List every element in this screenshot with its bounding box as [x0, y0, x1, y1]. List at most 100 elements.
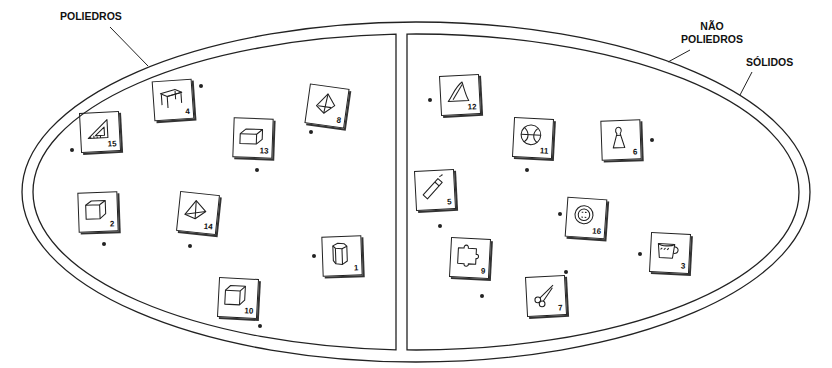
- picture-stroke: [578, 209, 590, 221]
- solid-card: 2: [77, 191, 118, 232]
- picture-stroke: [452, 84, 463, 99]
- picture-stroke: [574, 205, 593, 224]
- picture-stroke: [447, 82, 468, 102]
- solid-card: 10: [217, 277, 259, 319]
- picture-stroke: [161, 91, 182, 109]
- picture-stroke: [539, 301, 545, 307]
- set-label: NÃO POLIEDROS: [672, 20, 752, 46]
- picture-stroke: [240, 129, 263, 145]
- picture-stroke: [160, 89, 182, 97]
- callout-number: 9: [480, 267, 487, 276]
- picture-stroke: [194, 201, 197, 219]
- marker-dot: [312, 254, 316, 258]
- picture-stroke: [658, 244, 675, 259]
- callout-number: 15: [107, 139, 118, 149]
- picture-stroke: [185, 209, 206, 216]
- picture-stroke: [335, 248, 342, 265]
- leader-line: [740, 72, 752, 95]
- outline-path: [22, 22, 810, 362]
- solid-picture: [177, 192, 221, 236]
- callout-number: 16: [591, 226, 603, 236]
- picture-stroke: [167, 92, 182, 96]
- callout-number: 3: [680, 262, 687, 271]
- picture-stroke: [521, 124, 542, 145]
- solid-card: 5: [414, 169, 456, 211]
- picture-stroke: [439, 174, 442, 177]
- picture-stroke: [673, 247, 678, 254]
- solid-card: 11: [512, 117, 554, 159]
- solid-card: 8: [304, 83, 349, 128]
- picture-stroke: [185, 200, 207, 220]
- set-label: POLIEDROS: [60, 10, 122, 23]
- region-half: 481513214110POLIEDROS: [30, 32, 396, 352]
- picture-stroke: [435, 182, 439, 186]
- picture-stroke: [539, 285, 554, 301]
- picture-stroke: [324, 94, 328, 114]
- outline-path: [407, 34, 799, 350]
- solid-card: 15: [79, 111, 121, 153]
- outline-path: [33, 34, 396, 350]
- marker-dot: [258, 324, 262, 328]
- picture-stroke: [581, 212, 586, 217]
- callout-number: 2: [109, 219, 116, 228]
- solid-card: 13: [232, 117, 273, 158]
- solid-card: 6: [600, 119, 641, 160]
- picture-stroke: [616, 135, 621, 136]
- picture-stroke: [240, 129, 263, 145]
- picture-stroke: [457, 245, 479, 267]
- marker-dot: [188, 244, 192, 248]
- picture-stroke: [86, 200, 106, 219]
- picture-stroke: [661, 248, 669, 250]
- solid-card: 1: [321, 235, 362, 276]
- callout-number: 12: [467, 102, 478, 112]
- callout-number: 6: [632, 147, 639, 156]
- marker-dot: [102, 242, 106, 246]
- picture-stroke: [225, 285, 246, 305]
- solids-ellipse: 481513214110POLIEDROS12116516397NÃO POLI…: [20, 22, 812, 362]
- marker-dot: [480, 294, 484, 298]
- picture-stroke: [333, 245, 348, 264]
- solid-card: 7: [525, 275, 567, 317]
- solid-card: 9: [449, 237, 491, 279]
- callout-number: 8: [335, 115, 343, 125]
- marker-dot: [558, 212, 562, 216]
- marker-dot: [638, 252, 642, 256]
- picture-stroke: [318, 106, 331, 108]
- marker-dot: [255, 168, 259, 172]
- picture-stroke: [316, 93, 337, 115]
- set-label: SÓLIDOS: [746, 56, 793, 69]
- callout-number: 14: [202, 222, 214, 232]
- solid-card: 12: [439, 74, 481, 116]
- picture-stroke: [422, 178, 443, 199]
- callout-number: 13: [258, 146, 269, 155]
- marker-dot: [428, 98, 432, 102]
- marker-dot: [525, 168, 529, 172]
- solid-card: 3: [649, 232, 691, 274]
- picture-stroke: [91, 135, 101, 138]
- picture-stroke: [333, 243, 347, 249]
- picture-stroke: [658, 244, 674, 247]
- picture-stroke: [521, 134, 541, 135]
- solid-picture: [305, 85, 350, 130]
- leader-line: [668, 50, 690, 62]
- solid-card: 4: [152, 79, 195, 122]
- callout-number: 10: [243, 306, 254, 316]
- solid-card: 14: [176, 191, 220, 235]
- callout-number: 7: [557, 303, 564, 312]
- marker-dot: [199, 84, 203, 88]
- picture-stroke: [613, 127, 625, 148]
- solid-card: 16: [565, 197, 608, 240]
- region-half: 12116516397NÃO POLIEDROS: [407, 32, 802, 352]
- marker-dot: [438, 224, 442, 228]
- marker-dot: [70, 148, 74, 152]
- callout-number: 4: [184, 107, 191, 116]
- marker-dot: [650, 138, 654, 142]
- marker-dot: [309, 130, 313, 134]
- picture-stroke: [95, 127, 104, 136]
- callout-number: 1: [353, 263, 360, 272]
- picture-stroke: [87, 120, 108, 139]
- callout-number: 11: [539, 146, 550, 156]
